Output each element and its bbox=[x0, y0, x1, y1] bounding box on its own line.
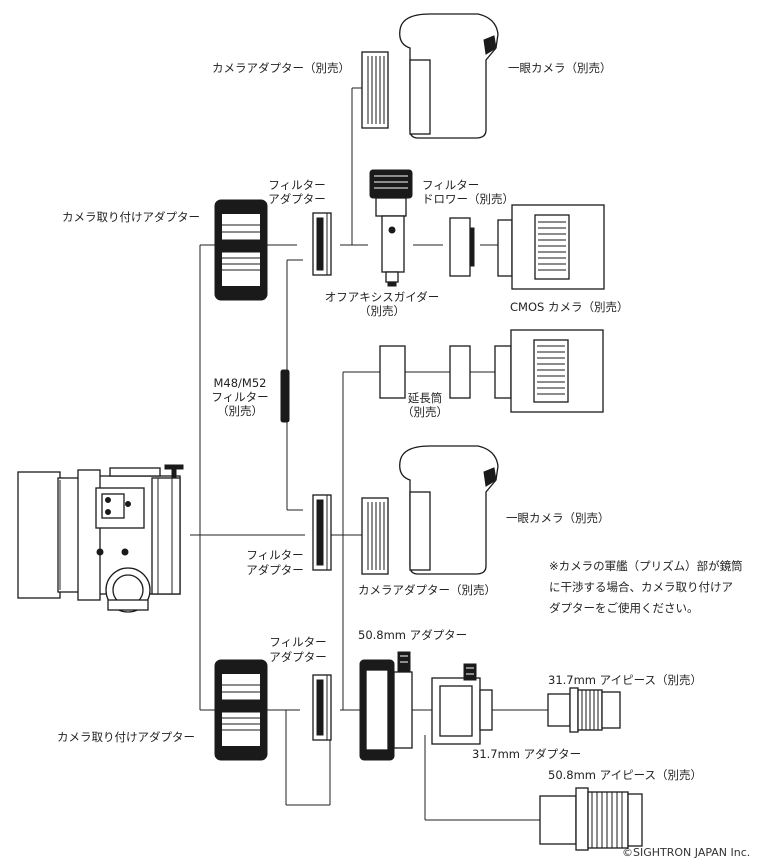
note-line-1: ※カメラの軍艦（プリズム）部が鏡筒 bbox=[549, 559, 743, 573]
cmos-camera-top bbox=[497, 204, 605, 290]
filter-adapter-top bbox=[312, 212, 332, 276]
note-line-2: に干渉する場合、カメラ取り付けア bbox=[549, 580, 733, 594]
label-filter-adapter-mid-1: フィルター bbox=[246, 548, 304, 562]
label-filter-adapter-bot-1: フィルター bbox=[269, 635, 327, 649]
label-camera-mount-adapter-bot: カメラ取り付けアダプター bbox=[57, 730, 195, 744]
slr-camera-top bbox=[399, 13, 499, 139]
connector-lines bbox=[190, 87, 548, 821]
label-filter-drawer-2: ドロワー（別売） bbox=[422, 192, 514, 206]
filter-adapter-bottom bbox=[312, 674, 332, 741]
label-extension-tube-2: （別売） bbox=[402, 405, 448, 419]
telescope-tube bbox=[17, 464, 184, 613]
eyepiece-317mm bbox=[547, 687, 621, 733]
extension-tube bbox=[379, 345, 471, 399]
label-filter-adapter-top-2: アダプター bbox=[268, 192, 326, 206]
label-eyepiece-317: 31.7mm アイピース（別売） bbox=[548, 673, 703, 687]
copyright: ©SIGHTRON JAPAN Inc. bbox=[622, 846, 751, 859]
cmos-camera-mid bbox=[494, 329, 604, 413]
label-cmos-camera: CMOS カメラ（別売） bbox=[510, 300, 629, 314]
filter-drawer bbox=[369, 169, 413, 217]
off-axis-guider bbox=[381, 215, 405, 287]
adapter-317mm bbox=[431, 663, 493, 745]
label-m48-filter-3: （別売） bbox=[217, 404, 263, 418]
label-extension-tube-1: 延長筒 bbox=[407, 391, 443, 405]
label-camera-adapter-top: カメラアダプター（別売） bbox=[212, 61, 350, 75]
label-eyepiece-508: 50.8mm アイピース（別売） bbox=[548, 768, 703, 782]
label-slr-camera-top: 一眼カメラ（別売） bbox=[508, 61, 612, 75]
adapter-508mm bbox=[359, 651, 413, 761]
label-adapter-317: 31.7mm アダプター bbox=[472, 747, 582, 761]
eyepiece-508mm bbox=[539, 787, 643, 851]
label-off-axis-guider-2: （別売） bbox=[359, 304, 405, 318]
label-slr-camera-mid: 一眼カメラ（別売） bbox=[506, 511, 610, 525]
camera-prism-note: ※カメラの軍艦（プリズム）部が鏡筒 に干渉する場合、カメラ取り付けア ダプターを… bbox=[549, 556, 779, 619]
slr-camera-mid bbox=[399, 445, 499, 575]
label-m48-filter-1: M48/M52 bbox=[213, 376, 267, 390]
label-adapter-508: 50.8mm アダプター bbox=[358, 628, 468, 642]
filter-adapter-mid bbox=[312, 494, 332, 571]
m48-m52-filter bbox=[280, 369, 290, 423]
label-camera-mount-adapter-top: カメラ取り付けアダプター bbox=[62, 210, 200, 224]
camera-mount-adapter-top bbox=[214, 199, 268, 301]
label-off-axis-guider-1: オフアキシスガイダー bbox=[324, 290, 440, 304]
label-m48-filter-2: フィルター bbox=[211, 390, 269, 404]
label-filter-adapter-mid-2: アダプター bbox=[246, 563, 304, 577]
label-filter-adapter-bot-2: アダプター bbox=[269, 650, 327, 664]
camera-adapter-top bbox=[361, 51, 389, 129]
camera-adapter-mid bbox=[361, 497, 389, 575]
label-camera-adapter-mid: カメラアダプター（別売） bbox=[358, 583, 496, 597]
camera-mount-adapter-bottom bbox=[214, 659, 268, 761]
note-line-3: ダプターをご使用ください。 bbox=[549, 601, 699, 615]
label-filter-drawer-1: フィルター bbox=[422, 178, 480, 192]
cmos-adapter-top bbox=[449, 217, 475, 277]
label-filter-adapter-top-1: フィルター bbox=[268, 178, 326, 192]
